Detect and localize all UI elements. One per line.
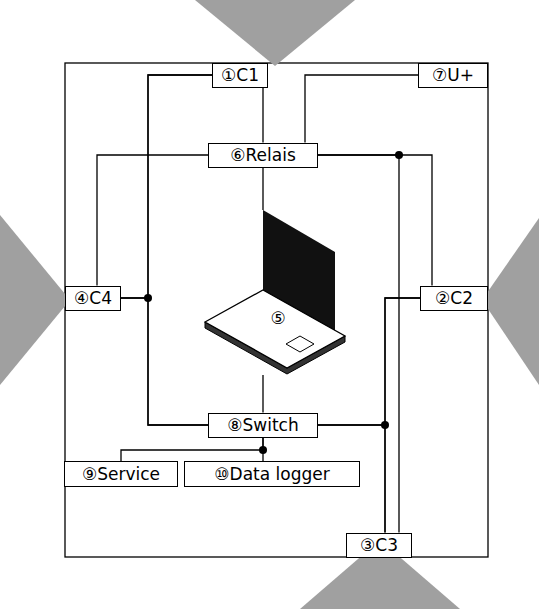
sensor-cone: [482, 218, 539, 385]
cable-line: [318, 155, 432, 286]
node-label: ⑨Service: [82, 465, 160, 484]
node-label: ②C2: [435, 289, 473, 308]
junction-dot: [144, 294, 152, 302]
cable-line: [262, 88, 263, 143]
camera-box: ④C4: [65, 286, 121, 311]
laptop-base: [205, 290, 345, 368]
camera-box: ②C2: [420, 286, 488, 311]
cable-line: [121, 298, 208, 425]
relay-box: ⑥Relais: [208, 143, 318, 168]
port-box: ⑨Service: [64, 461, 178, 487]
port-box: ⑩Data logger: [184, 461, 360, 487]
laptop-node: ⑤: [200, 210, 350, 375]
camera-box: ①C1: [212, 63, 268, 88]
camera-box: ③C3: [346, 533, 412, 558]
node-label: ⑤: [269, 309, 286, 328]
sensor-cone: [195, 0, 355, 66]
cable-line: [121, 75, 212, 298]
node-label: ⑧Switch: [227, 416, 298, 435]
node-label: ⑦U+: [432, 66, 474, 85]
junction-dot: [381, 421, 389, 429]
cable-line: [148, 75, 212, 425]
cable-line: [385, 298, 420, 533]
laptop-touchpad: [286, 336, 314, 352]
housing-outline: [65, 63, 488, 557]
node-label: ⑥Relais: [230, 146, 295, 165]
cable-line: [121, 438, 263, 462]
node-label: ④C4: [74, 289, 112, 308]
junction-dot: [259, 446, 267, 454]
cable-line: [262, 375, 263, 413]
sensor-cone: [0, 215, 70, 385]
junction-dot: [395, 151, 403, 159]
node-label: ⑩Data logger: [214, 465, 329, 484]
node-label: ③C3: [360, 536, 398, 555]
switch-box: ⑧Switch: [208, 413, 318, 438]
cable-line: [97, 155, 208, 286]
supply-box: ⑦U+: [418, 63, 488, 88]
cable-line: [262, 168, 263, 211]
cable-line: [305, 75, 418, 143]
node-label: ①C1: [221, 66, 259, 85]
laptop-illustration: [200, 210, 350, 375]
